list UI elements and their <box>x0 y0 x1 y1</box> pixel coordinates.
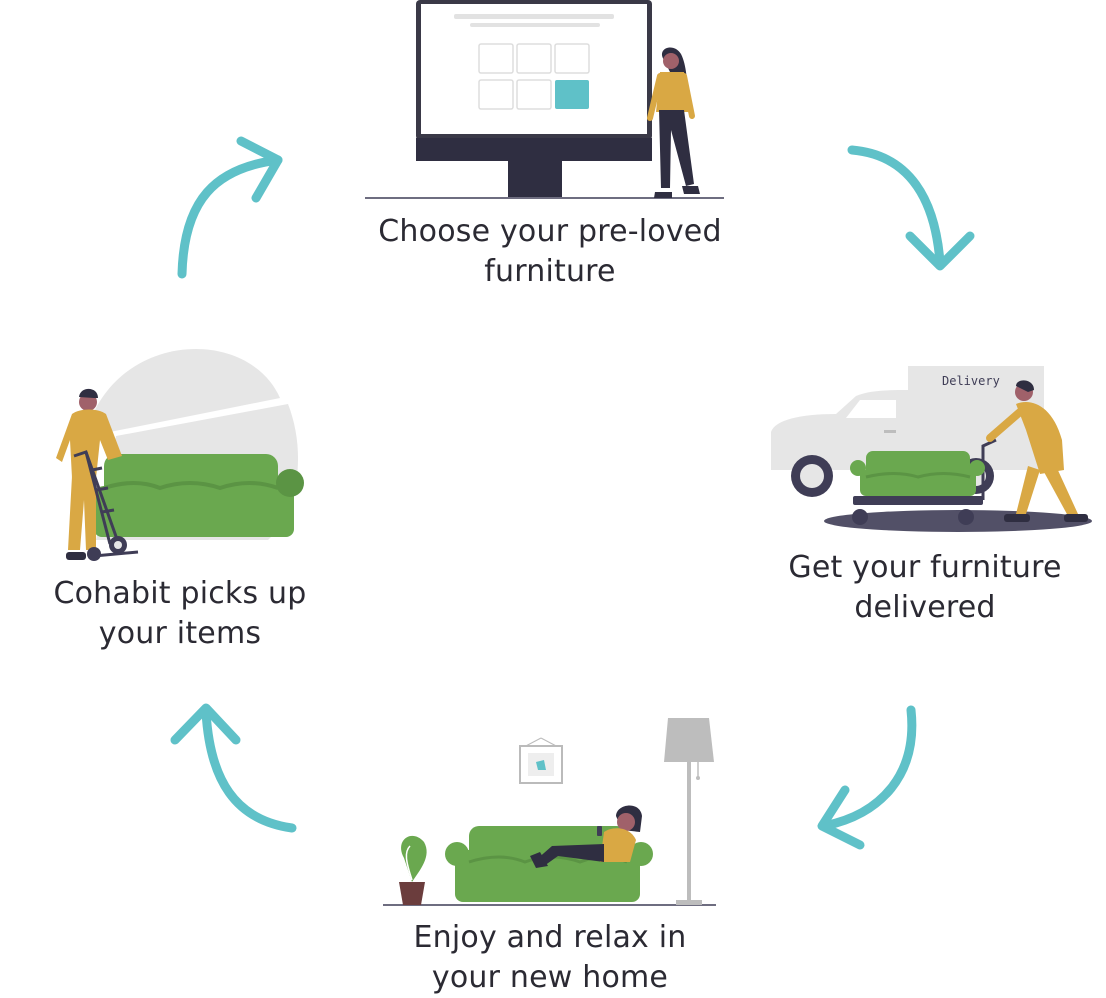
step-label-enjoy: Enjoy and relax in your new home <box>380 918 720 998</box>
step-label-enjoy-line1: Enjoy and relax in <box>413 920 687 955</box>
step-label-enjoy-line2: your new home <box>431 960 669 995</box>
plant-icon <box>399 835 427 905</box>
step-label-choose: Choose your pre-loved furniture <box>340 212 760 292</box>
cycle-arrow-top-left <box>177 136 283 279</box>
mover-standing-figure <box>56 388 139 561</box>
cycle-arrow-bottom-left <box>170 703 297 833</box>
computer-illustration <box>365 0 724 199</box>
frame-icon <box>519 737 563 784</box>
woman-relaxing-figure <box>530 805 642 868</box>
sofa-icon <box>850 451 985 496</box>
delivery-illustration: Delivery <box>771 366 1092 532</box>
truck-icon: Delivery <box>771 366 1044 497</box>
cycle-arrow-bottom-right <box>817 705 917 850</box>
relax-illustration <box>383 718 716 906</box>
step-label-deliver-line2: delivered <box>854 590 996 625</box>
cycle-arrow-top-right <box>847 145 975 271</box>
sofa-icon <box>94 454 304 537</box>
step-label-deliver: Get your furniture delivered <box>760 548 1090 628</box>
step-label-pickup: Cohabit picks up your items <box>20 574 340 654</box>
woman-standing-figure <box>647 47 700 198</box>
step-label-choose-line2: furniture <box>484 254 616 289</box>
step-label-pickup-line2: your items <box>98 616 262 651</box>
step-label-pickup-line1: Cohabit picks up <box>53 576 307 611</box>
truck-sign-text: Delivery <box>942 374 1000 388</box>
step-label-choose-line1: Choose your pre-loved <box>378 214 722 249</box>
lamp-icon <box>664 718 714 905</box>
pickup-illustration <box>56 349 304 561</box>
step-label-deliver-line1: Get your furniture <box>788 550 1062 585</box>
mover-pushing-figure <box>986 380 1088 522</box>
